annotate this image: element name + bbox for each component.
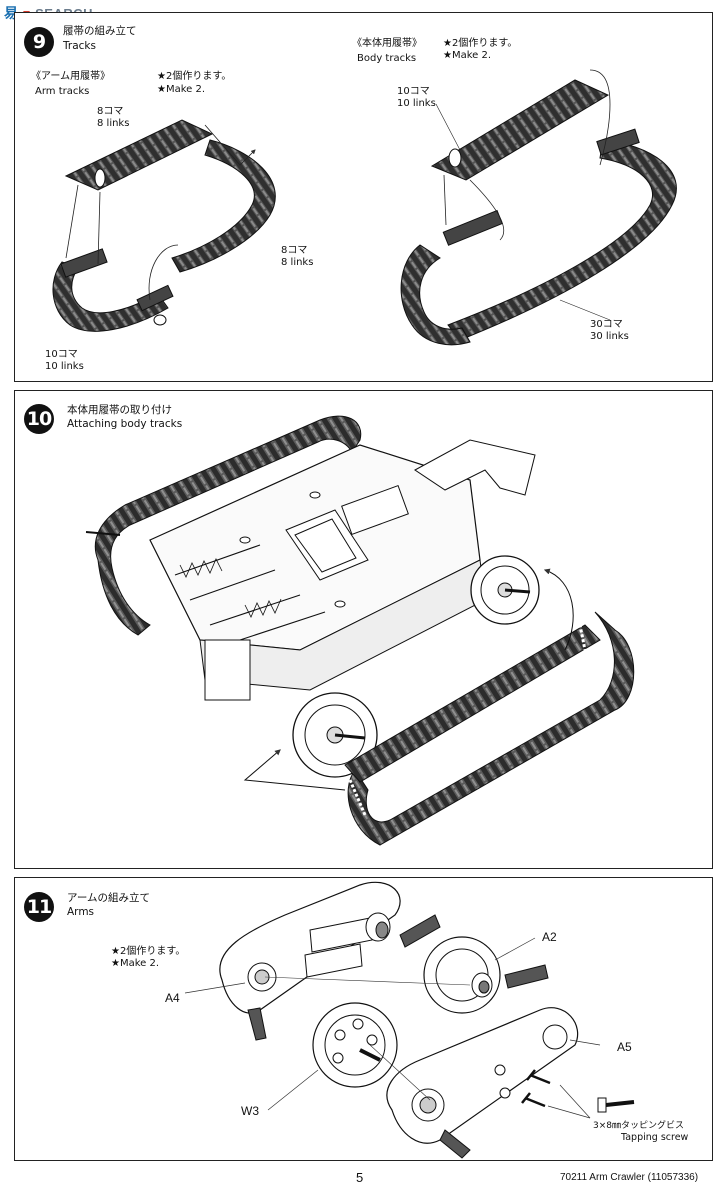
arm-label-8links-jp: 8コマ	[97, 106, 124, 117]
step-9-number: 9	[24, 27, 54, 57]
body-label-30links-en: 30 links	[590, 331, 629, 342]
arm-label-8links2-jp: 8コマ	[281, 245, 308, 256]
body-label-10links-jp: 10コマ	[397, 86, 430, 97]
arms-make-en: ★Make 2.	[111, 958, 160, 969]
step-11-title-en: Arms	[67, 906, 95, 918]
arm-make-jp: ★2個作ります。	[157, 71, 232, 82]
chassis-assembly	[85, 415, 635, 846]
arm-tracks-heading-jp: 《アーム用履帯》	[31, 71, 111, 82]
step-10-title-jp: 本体用履帯の取り付け	[67, 404, 172, 416]
arm-exploded-view	[184, 881, 635, 1159]
arm-label-10links-en: 10 links	[45, 361, 84, 372]
arm-label-8links2-en: 8 links	[281, 257, 314, 268]
tapping-screw-en: Tapping screw	[621, 1132, 689, 1143]
page-number: 5	[356, 1170, 364, 1185]
arm-tracks-heading-en: Arm tracks	[35, 86, 90, 97]
footer-product: 70211 Arm Crawler (11057336)	[560, 1172, 699, 1183]
body-tracks-heading-en: Body tracks	[357, 53, 417, 64]
arm-label-8links-en: 8 links	[97, 118, 130, 129]
body-tracks-heading-jp: 《本体用履帯》	[352, 38, 422, 49]
part-label-a4: A4	[165, 991, 180, 1005]
part-label-a2: A2	[542, 930, 557, 944]
body-make-jp: ★2個作ります。	[443, 38, 518, 49]
step-10-title-en: Attaching body tracks	[67, 418, 183, 430]
step-9-title-en: Tracks	[63, 40, 96, 52]
step-11-title-jp: アームの組み立て	[67, 892, 151, 904]
step-11-number: 11	[24, 892, 54, 922]
arms-make-jp: ★2個作ります。	[111, 946, 186, 957]
step-10-number: 10	[24, 404, 54, 434]
part-label-a5: A5	[617, 1040, 632, 1054]
arm-make-en: ★Make 2.	[157, 84, 206, 95]
body-track-assembly	[400, 69, 677, 346]
tapping-screw-jp: 3×8㎜タッピングビス	[593, 1121, 684, 1131]
part-label-w3: W3	[241, 1104, 259, 1118]
body-label-10links-en: 10 links	[397, 98, 436, 109]
body-make-en: ★Make 2.	[443, 50, 492, 61]
arm-label-10links-jp: 10コマ	[45, 349, 78, 360]
body-label-30links-jp: 30コマ	[590, 319, 623, 330]
step-9-title-jp: 履帯の組み立て	[63, 25, 137, 37]
arm-track-assembly	[52, 119, 276, 332]
